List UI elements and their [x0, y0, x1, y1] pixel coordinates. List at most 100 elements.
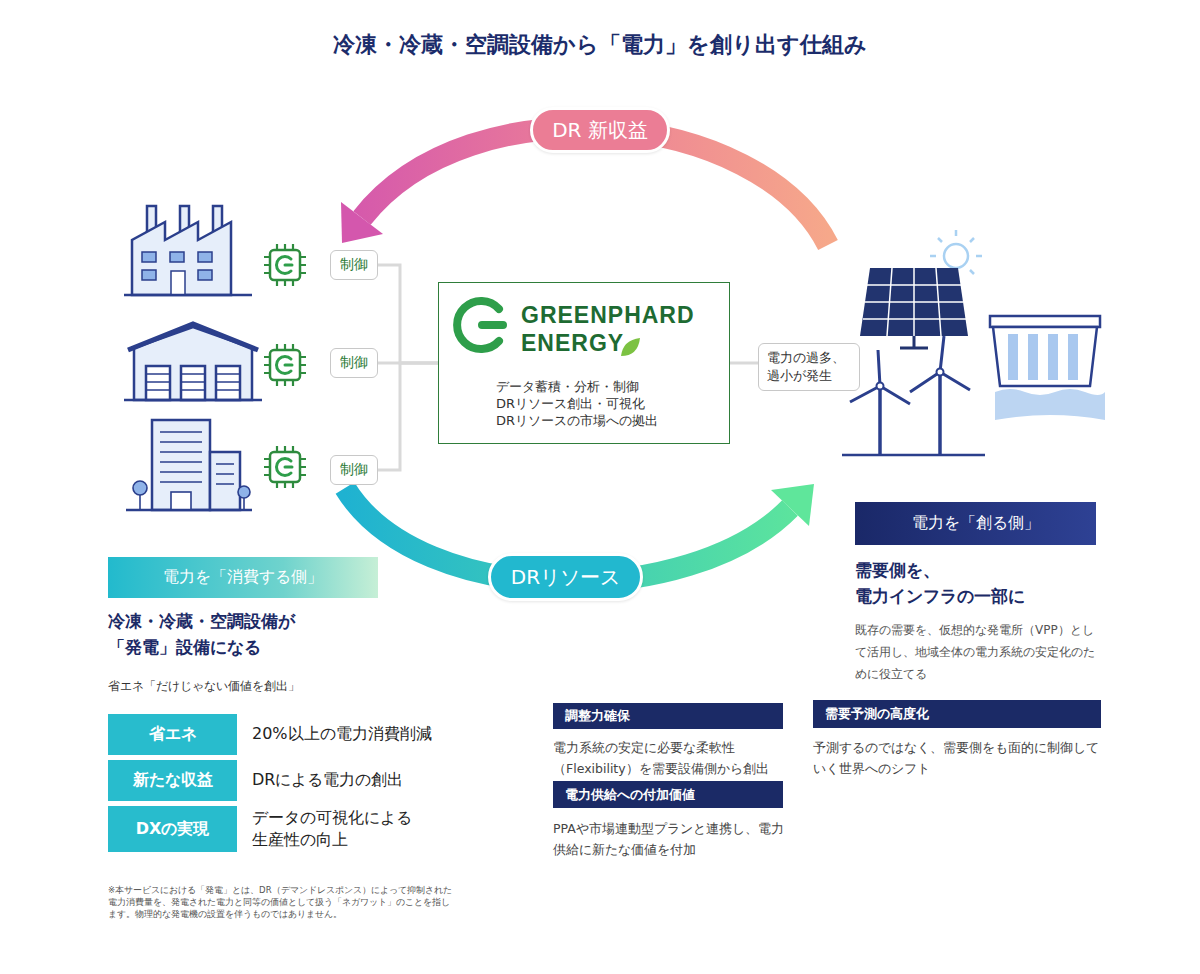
- wind-turbine-icon: [938, 372, 942, 455]
- box-text: 調整力確保: [565, 707, 630, 725]
- box-text: 省エネ: [149, 724, 197, 745]
- dam-icon: [1068, 334, 1078, 380]
- factory-icon: [124, 206, 252, 295]
- dam-icon: [1048, 334, 1058, 380]
- solar-panel-icon: [860, 268, 968, 336]
- section-heading: 冷凍・冷蔵・空調設備が 「発電」設備になる: [108, 608, 305, 660]
- resource-pill: DRリソース: [488, 553, 643, 601]
- function-text: DRリソースの市場への拠出: [496, 412, 658, 429]
- warehouse-icon: [128, 324, 258, 350]
- feature-cell: 新たな収益: [108, 760, 237, 801]
- control-box: 制御: [330, 348, 378, 378]
- topic-band: 需要予測の高度化: [813, 700, 1101, 728]
- topic-band: 調整力確保: [553, 703, 783, 729]
- box-text: DR 新収益: [552, 117, 648, 144]
- logo-mark: [457, 301, 503, 349]
- office-icon: [238, 486, 250, 498]
- warehouse-icon: [124, 324, 262, 400]
- flow-arc-top: [341, 202, 383, 243]
- feature-cell: DXの実現: [108, 806, 237, 852]
- office-icon: [126, 509, 252, 512]
- footnote: ※本サービスにおける「発電」とは、DR（デマンドレスポンス）によって抑制された電…: [108, 884, 456, 920]
- feature-cell: 省エネ: [108, 714, 237, 755]
- control-box: 制御: [330, 455, 378, 485]
- dam-icon: [990, 316, 1100, 327]
- solar-panel-icon: [900, 336, 928, 348]
- wind-turbine-icon: [842, 336, 985, 455]
- section-band: 電力を「創る側」: [855, 502, 1096, 545]
- factory-icon: [142, 270, 156, 280]
- box-text: 制御: [340, 461, 368, 479]
- sub-text: 省エネ「だけじゃない価値を創出」: [108, 677, 408, 695]
- chip-icon: [264, 446, 306, 488]
- wind-turbine-icon: [877, 383, 884, 390]
- warehouse-icon: [146, 374, 240, 390]
- chip-icon: [264, 244, 306, 488]
- function-text: DRリソース創出・可視化: [496, 395, 645, 412]
- solar-panel-icon: [860, 268, 968, 348]
- office-icon: [139, 495, 141, 510]
- flow-arc-bottom: [771, 484, 814, 526]
- wind-turbine-icon: [842, 454, 985, 457]
- box-text: 制御: [340, 354, 368, 372]
- topic-band: 電力供給への付加価値: [553, 781, 783, 808]
- chip-icon: [264, 344, 306, 386]
- box-text: 需要予測の高度化: [825, 705, 929, 723]
- table-cell: DRによる電力の創出: [252, 769, 512, 791]
- dam-icon: [995, 389, 1105, 420]
- section-heading: 需要側を、 電力インフラの一部に: [855, 557, 1039, 609]
- factory-icon: [142, 252, 156, 262]
- office-icon: [133, 481, 147, 495]
- factory-icon: [170, 252, 184, 262]
- dam-icon: [993, 327, 1097, 386]
- office-icon: [152, 420, 210, 510]
- factory-icon: [132, 222, 231, 295]
- factory-icon: [171, 271, 185, 295]
- box-text: 制御: [340, 256, 368, 274]
- factory-icon: [124, 294, 252, 297]
- body-text: 電力系統の安定に必要な柔軟性 （Flexibility）を需要設備側から創出: [553, 737, 805, 779]
- factory-icon: [198, 252, 212, 262]
- control-box: 制御: [330, 250, 378, 280]
- function-text: データ蓄積・分析・制御: [496, 378, 639, 395]
- office-icon: [160, 432, 234, 484]
- connector-line: [730, 362, 758, 365]
- table-cell: 20%以上の電力消費削減: [252, 723, 512, 745]
- diagram-title: 冷凍・冷蔵・空調設備から「電力」を創り出す仕組み: [0, 31, 1200, 59]
- dam-icon: [990, 316, 1105, 420]
- connector-line: [378, 363, 438, 470]
- wind-turbine-icon: [878, 386, 882, 455]
- body-text: PPAや市場連動型プランと連携し、電力供給に新たな価値を付加: [553, 818, 789, 860]
- connector-line: [378, 265, 438, 363]
- warehouse-icon: [124, 399, 262, 402]
- box-text: 電力供給への付加価値: [565, 786, 695, 804]
- warehouse-icon: [181, 366, 205, 400]
- box-text: DRリソース: [511, 564, 620, 591]
- sun-icon: [944, 244, 968, 268]
- wind-turbine-icon: [937, 369, 944, 376]
- box-text: DXの実現: [136, 819, 210, 840]
- wind-turbine-icon: [910, 336, 970, 392]
- section-band: 電力を「消費する側」: [108, 557, 378, 598]
- platform-box: GREENPHARD ENERGY データ蓄積・分析・制御DRリソース創出・可視化…: [438, 282, 730, 444]
- office-icon: [171, 492, 191, 510]
- warehouse-icon: [146, 366, 170, 400]
- box-text: 電力を「消費する側」: [163, 567, 323, 588]
- revenue-pill: DR 新収益: [530, 107, 670, 153]
- body-text: 既存の需要を、仮想的な発電所（VPP）として活用し、地域全体の電力系統の安定化の…: [855, 619, 1103, 685]
- logo-text: GREENPHARD ENERGY: [521, 301, 695, 357]
- office-icon: [243, 498, 245, 510]
- table-cell: データの可視化による 生産性の向上: [252, 807, 422, 851]
- office-icon: [126, 420, 252, 510]
- box-text: 電力を「創る側」: [912, 513, 1040, 534]
- box-text: 電力の過多、 過小が発生: [767, 349, 850, 385]
- chip-icon: [264, 244, 306, 286]
- status-box: 電力の過多、 過小が発生: [758, 343, 860, 391]
- dam-icon: [1028, 334, 1038, 380]
- box-text: 新たな収益: [133, 770, 213, 791]
- solar-panel-icon: [863, 268, 966, 336]
- warehouse-icon: [216, 366, 240, 400]
- office-icon: [210, 452, 240, 510]
- factory-icon: [198, 270, 212, 280]
